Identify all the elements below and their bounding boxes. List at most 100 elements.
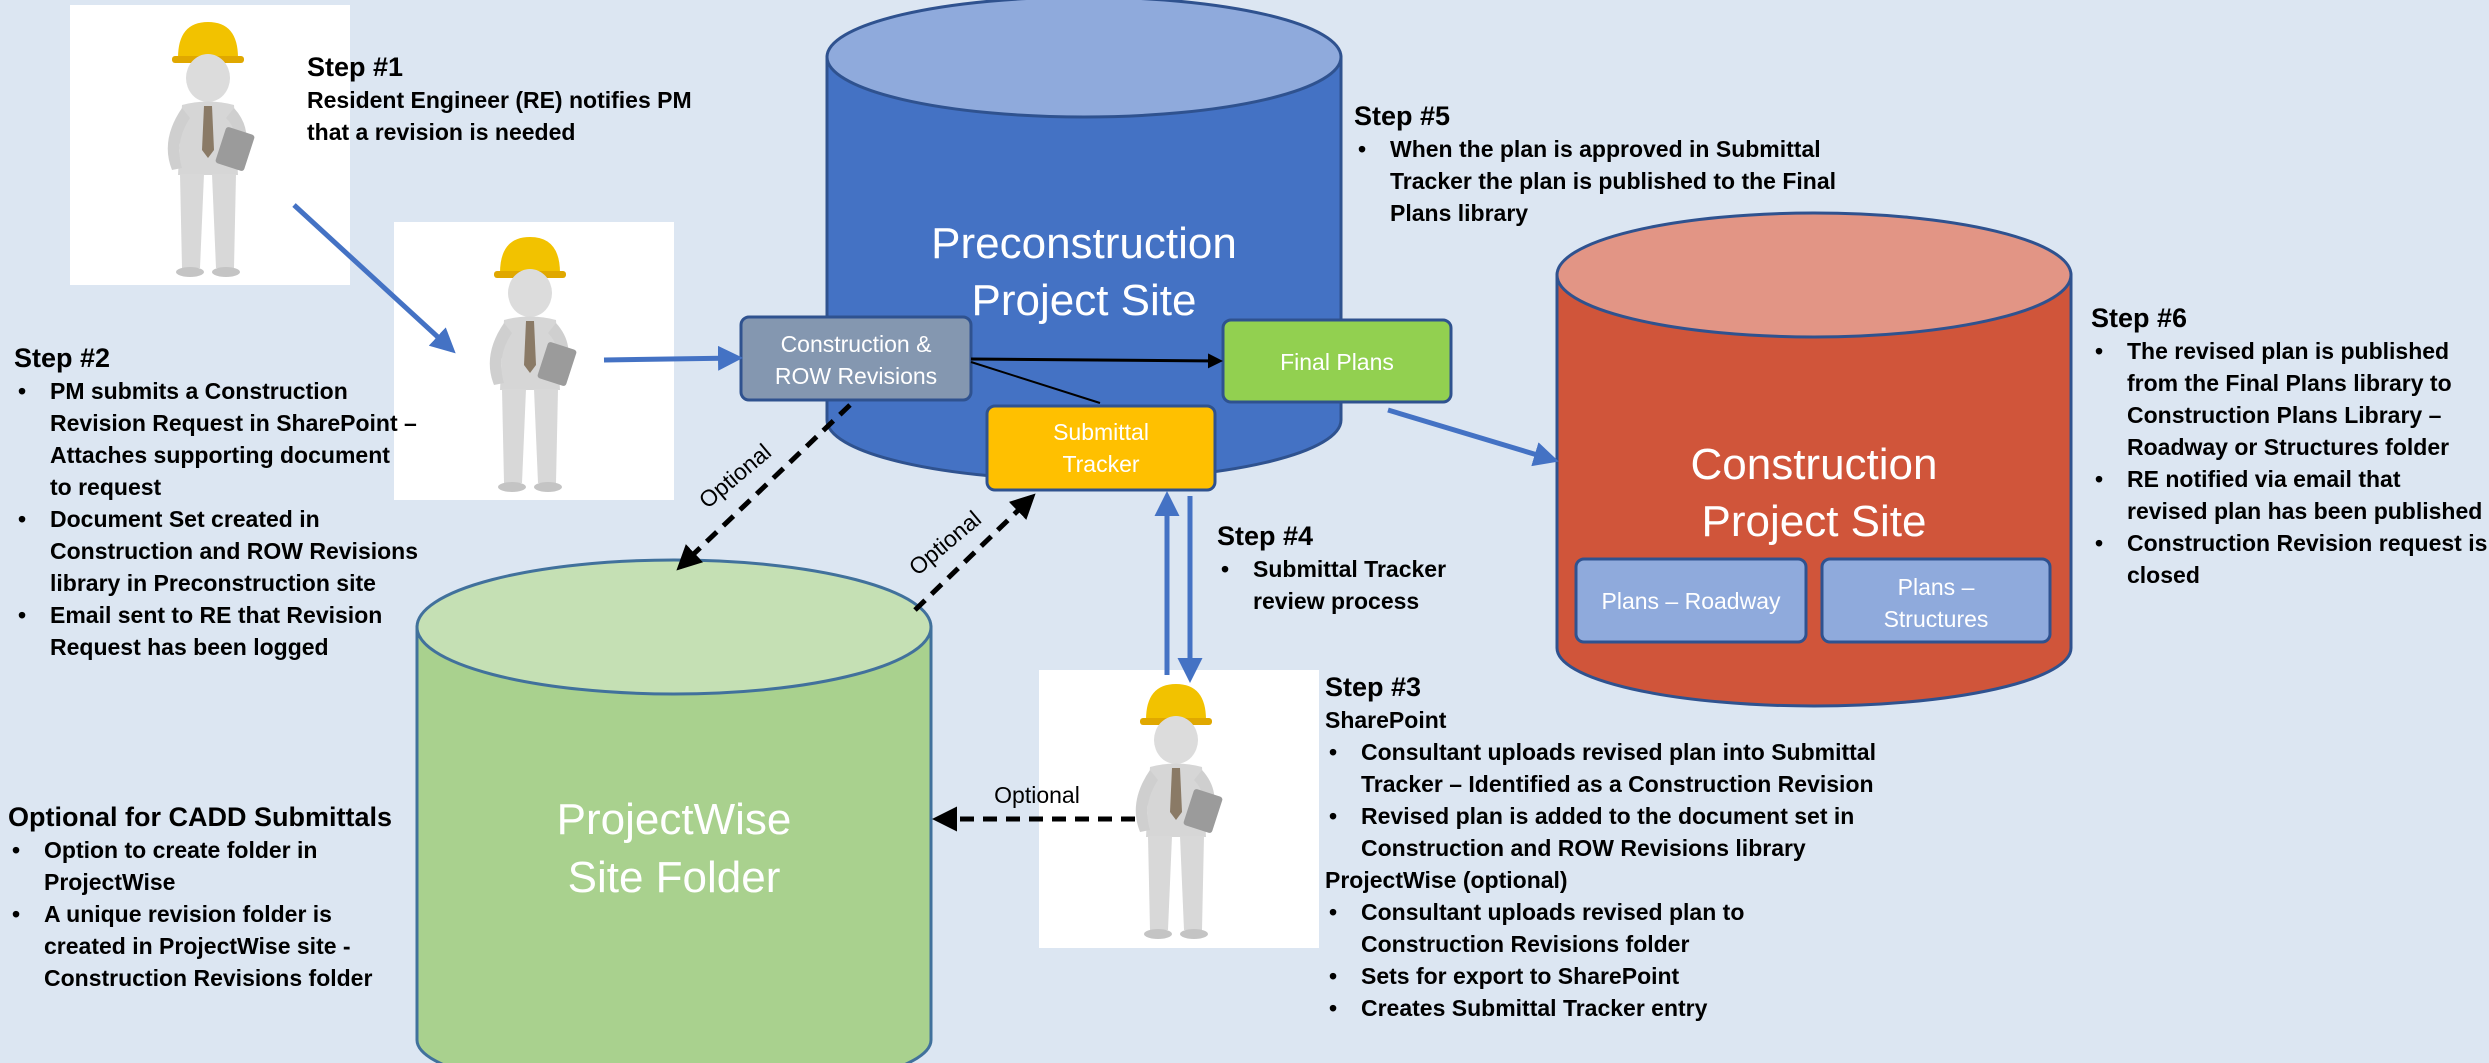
step1-line1: Resident Engineer (RE) notifies PM (307, 87, 692, 113)
bullet-line: Document Set created in (50, 506, 320, 532)
bullet-item: When the plan is approved in SubmittalTr… (1354, 133, 1836, 229)
bullet-line: When the plan is approved in Submittal (1390, 136, 1821, 162)
bullet-item: The revised plan is published from the Fi… (2091, 335, 2487, 463)
step4-title: Step #4 (1217, 521, 1314, 551)
bullet-line: Construction and ROW Revisions library (1361, 835, 1806, 861)
bullet-line: Construction and ROW Revisions (50, 538, 419, 564)
optional-cadd-list: Option to create folder in ProjectWise A u… (8, 834, 392, 994)
bullet-line: Option to create folder in (44, 837, 318, 863)
step3-title: Step #3 (1325, 672, 1422, 702)
step6-block: Step #6 The revised plan is published fro… (2091, 301, 2487, 591)
bullet-item: Consultant uploads revised plan into Sub… (1325, 736, 1876, 800)
bullet-line: Revision Request in SharePoint – (50, 410, 417, 436)
plans-roadway-box: Plans – Roadway (1574, 557, 1808, 644)
step6-title: Step #6 (2091, 303, 2188, 333)
step3-projectwise-list: Consultant uploads revised plan to Constr… (1325, 896, 1876, 1024)
bullet-line: Request has been logged (50, 634, 329, 660)
construction-row-revisions-box: Construction & ROW Revisions (739, 315, 973, 402)
bullet-line: closed (2127, 562, 2200, 588)
bullet-line: Tracker the plan is published to the Fin… (1390, 168, 1837, 194)
optional-arrow-projectwise-to-tracker (913, 493, 1036, 612)
submittal-tracker-line1: Submittal (1053, 419, 1149, 445)
bullet-line: ProjectWise (44, 869, 176, 895)
bullet-line: RE notified via email that (2127, 466, 2401, 492)
bullet-line: Sets for export to SharePoint (1361, 963, 1680, 989)
step3-sharepoint-heading: SharePoint (1325, 707, 1447, 733)
construction-row-revisions-line2: ROW Revisions (775, 363, 937, 389)
bullet-line: Consultant uploads revised plan into Sub… (1361, 739, 1876, 765)
bullet-line: Construction Revisions folder (44, 965, 373, 991)
person-image-re-step1 (70, 5, 350, 285)
submittal-tracker-box: Submittal Tracker (985, 404, 1217, 492)
step5-title: Step #5 (1354, 101, 1451, 131)
bullet-line: review process (1253, 588, 1420, 614)
projectwise-label-line2: Site Folder (568, 853, 781, 902)
bullet-line: A unique revision folder is (44, 901, 332, 927)
arrow-final-plans-to-construction (1387, 407, 1559, 467)
plans-structures-line2: Structures (1884, 606, 1989, 632)
bullet-line: Construction Plans Library – (2127, 402, 2442, 428)
step3-block: Step #3 SharePoint Consultant uploads re… (1325, 670, 1876, 1024)
bullet-line: Roadway or Structures folder (2127, 434, 2450, 460)
bullet-item: RE notified via email that revised plan h… (2091, 463, 2487, 527)
arrow-revisions-to-final-plans (970, 353, 1223, 369)
bullet-item: Creates Submittal Tracker entry (1325, 992, 1876, 1024)
bullet-item: Consultant uploads revised plan to Constr… (1325, 896, 1876, 960)
connector-revisions-to-tracker (970, 361, 1101, 404)
bullet-line: to request (50, 474, 162, 500)
bullet-line: Construction Revisions folder (1361, 931, 1690, 957)
bullet-item: Document Set created in Construction and … (14, 503, 418, 599)
person-image-consultant-step3 (1039, 670, 1319, 948)
bullet-line: Revised plan is added to the document se… (1361, 803, 1855, 829)
step5-list: When the plan is approved in SubmittalTr… (1354, 133, 1836, 229)
bullet-item: A unique revision folder is created in Pr… (8, 898, 392, 994)
plans-structures-box: Plans – Structures (1820, 557, 2052, 644)
optional-cadd-title: Optional for CADD Submittals (8, 802, 392, 832)
step3-projectwise-heading: ProjectWise (optional) (1325, 867, 1568, 893)
step3-sharepoint-list: Consultant uploads revised plan into Sub… (1325, 736, 1876, 864)
plans-structures-line1: Plans – (1898, 574, 1975, 600)
step4-list: Submittal Tracker review process (1217, 553, 1446, 617)
bullet-line: library in Preconstruction site (50, 570, 376, 596)
bullet-line: from the Final Plans library to (2127, 370, 2452, 396)
projectwise-label-line1: ProjectWise (557, 795, 792, 844)
construction-label-line1: Construction (1690, 440, 1937, 489)
step1-block: Step #1 Resident Engineer (RE) notifies … (307, 50, 692, 148)
final-plans-label: Final Plans (1280, 349, 1394, 375)
step2-title: Step #2 (14, 343, 111, 373)
optional-label-a: Optional (694, 438, 776, 513)
preconstruction-label-line1: Preconstruction (931, 219, 1237, 268)
bullet-line: Submittal Tracker (1253, 556, 1447, 582)
bullet-line: revised plan has been published (2127, 498, 2483, 524)
step2-block: Step #2 PM submits a ConstructionRevisio… (14, 341, 418, 663)
submittal-tracker-line2: Tracker (1062, 451, 1139, 477)
step5-block: Step #5 When the plan is approved in Sub… (1354, 99, 1836, 229)
bullet-line: Email sent to RE that Revision (50, 602, 383, 628)
bullet-line: The revised plan is published (2127, 338, 2450, 364)
bullet-line: PM submits a Construction (50, 378, 348, 404)
bullet-line: created in ProjectWise site - (44, 933, 351, 959)
plans-roadway-label: Plans – Roadway (1602, 588, 1781, 614)
final-plans-box: Final Plans (1221, 318, 1453, 404)
bullet-line: Plans library (1390, 200, 1529, 226)
bullet-line: Consultant uploads revised plan to (1361, 899, 1745, 925)
bullet-line: Creates Submittal Tracker entry (1361, 995, 1708, 1021)
bullet-item: Sets for export to SharePoint (1325, 960, 1876, 992)
arrow-re-to-pm (292, 203, 456, 354)
construction-row-revisions-line1: Construction & (781, 331, 932, 357)
optional-label-b: Optional (904, 505, 986, 580)
bullet-item: Option to create folder in ProjectWise (8, 834, 392, 898)
optional-label-c: Optional (994, 782, 1080, 808)
bullet-item: Revised plan is added to the document se… (1325, 800, 1876, 864)
preconstruction-label-line2: Project Site (972, 276, 1197, 325)
step1-title: Step #1 (307, 52, 404, 82)
bullet-line: Tracker – Identified as a Construction R… (1361, 771, 1874, 797)
step6-list: The revised plan is published from the Fi… (2091, 335, 2487, 591)
optional-arrow-revisions-to-projectwise (676, 403, 852, 571)
bullet-line: Attaches supporting document (50, 442, 390, 468)
